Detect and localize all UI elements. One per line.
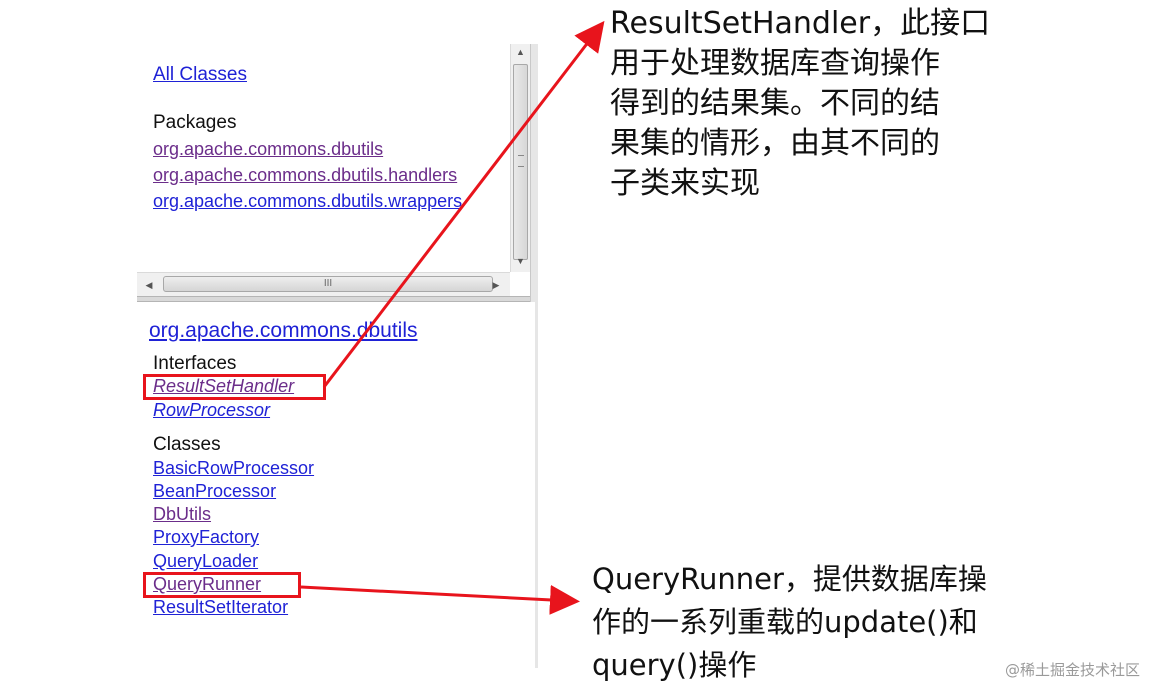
class-link-queryloader[interactable]: QueryLoader [153, 551, 259, 571]
frame-divider[interactable] [137, 296, 535, 302]
class-link-basicrowprocessor[interactable]: BasicRowProcessor [153, 458, 315, 478]
note-line: QueryRunner，提供数据库操 [592, 562, 987, 596]
scroll-right-arrow-icon[interactable]: ▶ [492, 280, 500, 290]
queryrunner-highlight-box [143, 572, 301, 598]
vertical-scroll-thumb[interactable] [513, 64, 528, 260]
horizontal-scroll-thumb[interactable]: III [163, 276, 493, 292]
note-line: 用于处理数据库查询操作 [610, 46, 940, 81]
resultsethandler-note: ResultSetHandler，此接口 用于处理数据库查询操作 得到的结果集。… [610, 4, 990, 204]
note-line: 作的一系列重载的update()和 [592, 605, 978, 639]
resultsethandler-arrow-icon [322, 20, 605, 388]
note-line: ResultSetHandler，此接口 [610, 6, 991, 41]
scroll-up-arrow-icon[interactable]: ▲ [516, 47, 525, 57]
all-classes-link[interactable]: All Classes [153, 64, 247, 85]
interface-link-resultsethandler[interactable]: ResultSetHandler [153, 376, 295, 396]
packages-frame: All Classes Packages org.apache.commons.… [137, 44, 535, 296]
class-link-resultsetiterator[interactable]: ResultSetIterator [153, 597, 289, 617]
vertical-scrollbar[interactable]: ▲ ▼ [510, 44, 530, 272]
queryrunner-arrow-icon [300, 584, 580, 615]
class-link-dbutils[interactable]: DbUtils [153, 504, 212, 524]
note-line: 果集的情形，由其不同的 [610, 126, 940, 161]
note-line: 得到的结果集。不同的结 [610, 86, 940, 121]
class-link-queryrunner[interactable]: QueryRunner [153, 574, 262, 594]
grip-icon [518, 155, 524, 167]
scroll-down-arrow-icon[interactable]: ▼ [516, 256, 525, 266]
packages-heading: Packages [153, 112, 237, 133]
interfaces-heading: Interfaces [153, 353, 237, 374]
interface-link-rowprocessor[interactable]: RowProcessor [153, 400, 271, 420]
scroll-left-arrow-icon[interactable]: ◀ [145, 280, 153, 290]
hscroll-grip-icon: III [323, 278, 333, 289]
note-line: 子类来实现 [610, 166, 760, 201]
package-classes-frame: org.apache.commons.dbutils Interfaces Re… [137, 302, 535, 668]
package-title-link[interactable]: org.apache.commons.dbutils [149, 319, 418, 342]
package-link-handlers[interactable]: org.apache.commons.dbutils.handlers [153, 165, 458, 185]
classes-heading: Classes [153, 434, 221, 455]
horizontal-scrollbar[interactable]: ◀ III ▶ [137, 272, 510, 296]
package-link-dbutils[interactable]: org.apache.commons.dbutils [153, 139, 384, 159]
package-link-wrappers[interactable]: org.apache.commons.dbutils.wrappers [153, 191, 463, 211]
class-link-proxyfactory[interactable]: ProxyFactory [153, 527, 260, 547]
note-line: query()操作 [592, 648, 757, 682]
class-link-beanprocessor[interactable]: BeanProcessor [153, 481, 277, 501]
queryrunner-note: QueryRunner，提供数据库操 作的一系列重载的update()和 que… [592, 558, 987, 687]
watermark: @稀土掘金技术社区 [1004, 661, 1140, 679]
